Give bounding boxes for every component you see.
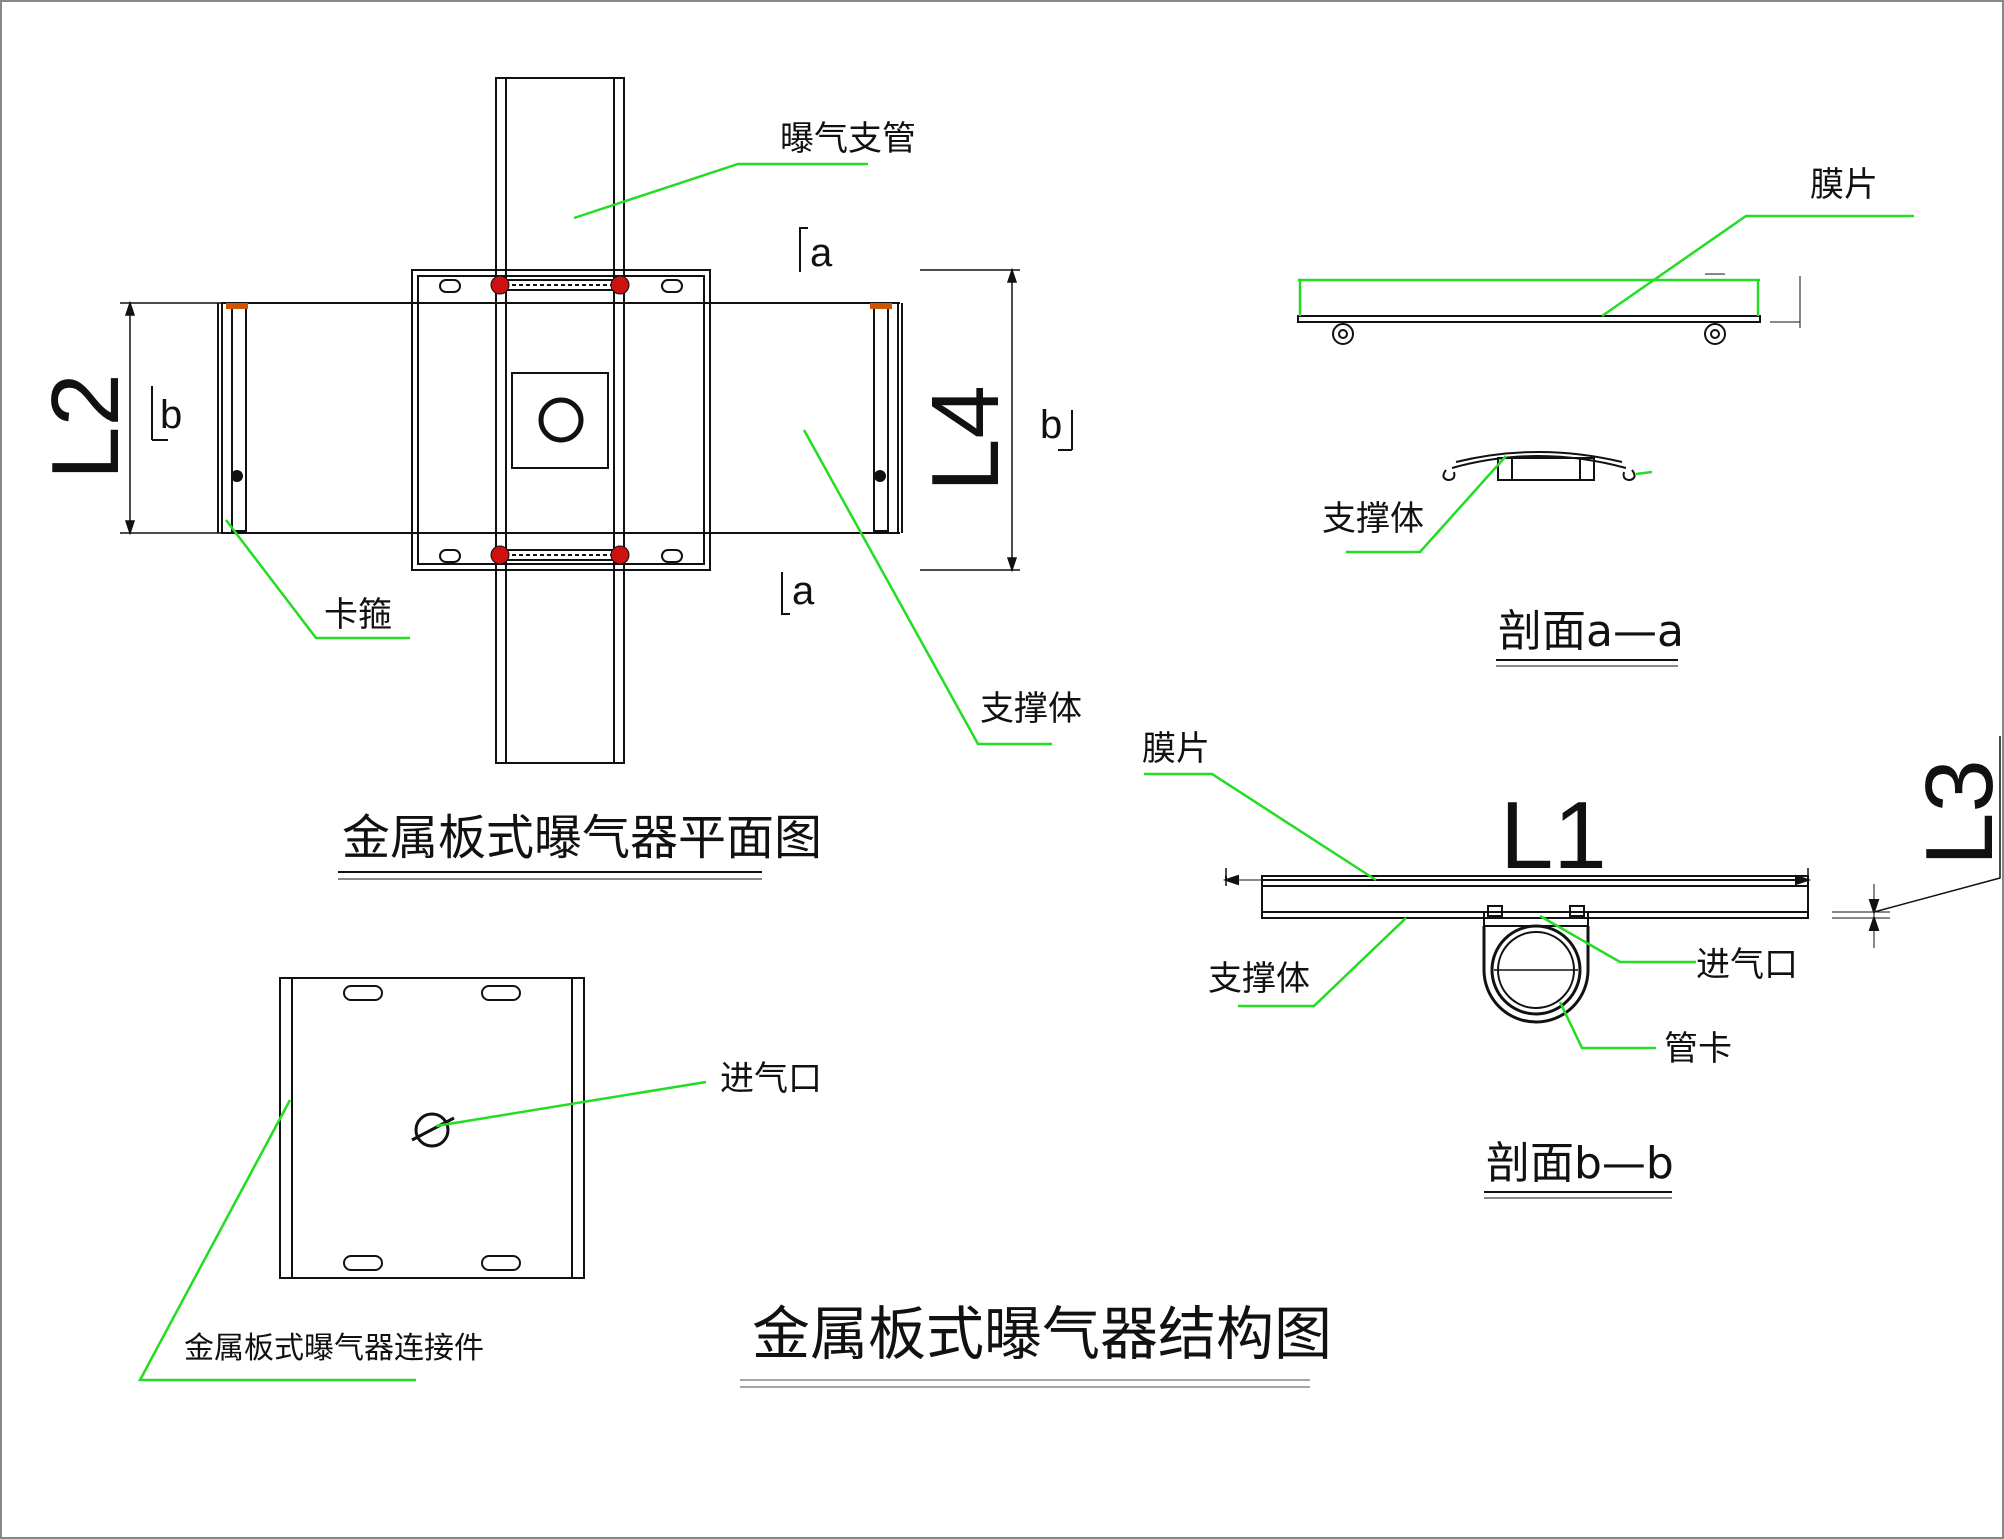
bolt-icon [610, 275, 630, 295]
clamp-left [221, 302, 233, 534]
dim-label-L2: L2 [32, 373, 139, 480]
leader-inlet-connector [435, 1080, 707, 1128]
plan-title: 金属板式曝气器平面图 [342, 810, 822, 866]
dim-label-L3: L3 [1906, 759, 2004, 866]
leader-support-aa [1346, 455, 1507, 554]
section-mark-a-bottom: a [792, 569, 815, 613]
dim-label-L4: L4 [912, 385, 1019, 492]
label-membrane-aa: 膜片 [1810, 165, 1878, 205]
branch-pipe [495, 77, 625, 764]
leader-pipe-clamp-bb [1558, 1001, 1656, 1050]
label-support-bb: 支撑体 [1208, 959, 1310, 999]
leader-membrane-aa [1601, 214, 1914, 318]
membrane-aa [1297, 315, 1761, 323]
leader-membrane-bb [1144, 772, 1377, 882]
leader-branch-pipe [573, 162, 868, 220]
clamp-right [887, 302, 899, 534]
label-support-aa: 支撑体 [1322, 499, 1424, 539]
leader-connector [137, 1099, 416, 1382]
inlet-box [511, 372, 609, 469]
section-bb [1222, 736, 2001, 1024]
section-aa [1297, 273, 1801, 482]
label-membrane-bb: 膜片 [1142, 729, 1210, 769]
bolts [490, 275, 630, 565]
bolt-icon [610, 545, 630, 565]
label-pipe-clamp-bb: 管卡 [1664, 1029, 1732, 1069]
section-mark-b-left: b [160, 393, 182, 437]
section-aa-title: 剖面a—a [1498, 606, 1684, 657]
label-branch-pipe: 曝气支管 [780, 119, 916, 159]
label-support-plan: 支撑体 [980, 689, 1082, 729]
connector-plate [279, 977, 585, 1279]
dim-L2 [120, 300, 222, 536]
pipe-clamp-bb [1482, 926, 1590, 1024]
label-connector: 金属板式曝气器连接件 [184, 1331, 484, 1366]
section-mark-a-top: a [810, 231, 833, 275]
section-bb-title: 剖面b—b [1486, 1138, 1674, 1189]
label-clamp: 卡箍 [324, 595, 392, 635]
inlet-ring [538, 397, 584, 443]
inlet-icon [414, 1112, 450, 1148]
bolt-icon [490, 545, 510, 565]
support-arch-aa [1451, 455, 1627, 469]
section-mark-b-right: b [1040, 403, 1062, 447]
dim-label-L1: L1 [1500, 782, 1607, 889]
leader-clamp [225, 519, 410, 640]
dim-L4 [920, 267, 1020, 573]
leader-inlet-bb [1539, 914, 1696, 964]
bolt-icon [490, 275, 510, 295]
label-inlet-bb: 进气口 [1696, 945, 1798, 985]
pipe-circle-bb [1490, 924, 1582, 1016]
leader-support-plan [802, 429, 1052, 746]
label-inlet-connector: 进气口 [720, 1059, 822, 1099]
connector-plate-plan [411, 269, 711, 571]
leader-support-bb [1238, 917, 1407, 1008]
connector-view [279, 977, 585, 1279]
main-title: 金属板式曝气器结构图 [752, 1300, 1332, 1368]
plan-view [217, 77, 903, 764]
